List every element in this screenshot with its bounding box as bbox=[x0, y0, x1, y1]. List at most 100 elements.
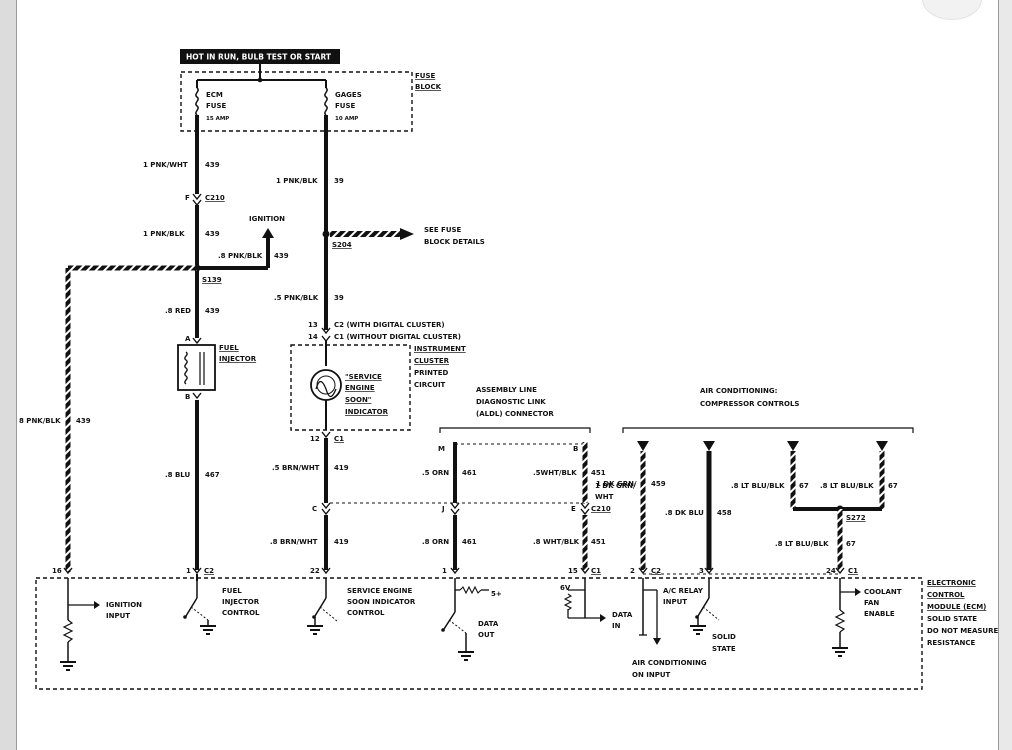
ses-label-4: INDICATOR bbox=[345, 408, 389, 416]
conn-b2: B bbox=[573, 445, 578, 453]
data-in-1: DATA bbox=[612, 611, 633, 619]
conn-j: J bbox=[441, 505, 445, 513]
fuse-block-title-1: FUSE bbox=[415, 72, 436, 80]
pin-1: 1 bbox=[186, 567, 191, 575]
data-in-2: IN bbox=[612, 622, 621, 630]
conn-f: F bbox=[185, 194, 190, 202]
five-v-plus: 5+ bbox=[491, 590, 502, 598]
wire-w15-spec: .8 WHT/BLK bbox=[533, 538, 580, 546]
wire-w7-spec: 1 PNK/BLK bbox=[276, 177, 318, 185]
pin-2: 2 bbox=[630, 567, 635, 575]
c1-without-digital: C1 (WITHOUT DIGITAL CLUSTER) bbox=[334, 333, 461, 341]
wire-w15-circuit: 451 bbox=[591, 538, 606, 546]
wire-w4-circuit: 439 bbox=[205, 307, 220, 315]
window-frame-left bbox=[0, 0, 16, 750]
cluster-label-3: PRINTED bbox=[414, 369, 449, 377]
splice-s204: S204 bbox=[332, 241, 352, 249]
gages-fuse-circuit bbox=[290, 115, 414, 575]
conn-c210b: C210 bbox=[591, 505, 611, 513]
conn-c: C bbox=[312, 505, 317, 513]
gages-fuse-label-2: FUSE bbox=[335, 102, 356, 110]
conn-a: A bbox=[185, 335, 191, 343]
conn-c1c: C1 bbox=[848, 567, 858, 575]
splice-s139: S139 bbox=[202, 276, 222, 284]
wire-w18-circuit: 67 bbox=[799, 482, 809, 490]
coolant-fan-2: FAN bbox=[864, 599, 879, 607]
ac-label-1: AIR CONDITIONING: bbox=[700, 387, 778, 395]
gages-fuse-label-1: GAGES bbox=[335, 91, 362, 99]
cluster-label-4: CIRCUIT bbox=[414, 381, 446, 389]
wire-w3-spec: .8 PNK/BLK bbox=[218, 252, 263, 260]
ignition-input-1: IGNITION bbox=[106, 601, 142, 609]
hot-label: HOT IN RUN, BULB TEST OR START bbox=[186, 53, 332, 62]
conn-c1a: C1 bbox=[334, 435, 344, 443]
wire-w19-spec: .8 LT BLU/BLK bbox=[820, 482, 874, 490]
conn-c2a: C2 bbox=[204, 567, 214, 575]
wire-w7-circuit: 39 bbox=[334, 177, 344, 185]
ses-control-1: SERVICE ENGINE bbox=[347, 587, 412, 595]
aldl-label-1: ASSEMBLY LINE bbox=[476, 386, 537, 394]
conn-c210: C210 bbox=[205, 194, 225, 202]
coolant-fan-1: COOLANT bbox=[864, 588, 902, 596]
ses-label-3: SOON" bbox=[345, 396, 371, 404]
gages-fuse-rating: 10 AMP bbox=[335, 116, 358, 122]
wire-w14-spec2: WHT bbox=[595, 493, 614, 501]
ecm-label-3: MODULE (ECM) bbox=[927, 603, 986, 611]
ac-on-input-1: AIR CONDITIONING bbox=[632, 659, 707, 667]
fuel-injector-control-2: INJECTOR bbox=[222, 598, 260, 606]
wire-w2-spec: 1 PNK/BLK bbox=[143, 230, 185, 238]
solid-state-2: STATE bbox=[712, 645, 736, 653]
ecm-label-6: RESISTANCE bbox=[927, 639, 976, 647]
coolant-fan-3: ENABLE bbox=[864, 610, 895, 618]
ecm-label-5: DO NOT MEASURE bbox=[927, 627, 999, 635]
ecm-fuse-label-2: FUSE bbox=[206, 102, 227, 110]
pin-22: 22 bbox=[310, 567, 320, 575]
ecm-label-4: SOLID STATE bbox=[927, 615, 977, 623]
conn-e: E bbox=[571, 505, 576, 513]
pin-16: 16 bbox=[52, 567, 62, 575]
wire-w16-circuit: 459 bbox=[651, 480, 666, 488]
ecm-fuse-rating: 15 AMP bbox=[206, 116, 229, 122]
wire-w17-spec: .8 DK BLU bbox=[665, 509, 704, 517]
wire-w12-spec: .8 ORN bbox=[422, 538, 449, 546]
wire-w18-spec: .8 LT BLU/BLK bbox=[731, 482, 785, 490]
pin-12: 12 bbox=[310, 435, 320, 443]
wire-w1-spec: 1 PNK/WHT bbox=[143, 161, 188, 169]
ac-relay-input-2: INPUT bbox=[663, 598, 687, 606]
conn-m: M bbox=[438, 445, 445, 453]
data-out-1: DATA bbox=[478, 620, 499, 628]
pin-14: 14 bbox=[308, 333, 318, 341]
c2-with-digital: C2 (WITH DIGITAL CLUSTER) bbox=[334, 321, 445, 329]
fuel-injector-control-1: FUEL bbox=[222, 587, 242, 595]
ecm-fuse-label-1: ECM bbox=[206, 91, 223, 99]
wire-w17-circuit: 458 bbox=[717, 509, 732, 517]
solid-state-1: SOLID bbox=[712, 633, 736, 641]
wire-w13-spec: .5WHT/BLK bbox=[533, 469, 577, 477]
see-fuse-2: BLOCK DETAILS bbox=[424, 238, 485, 246]
window-border-left bbox=[16, 0, 17, 750]
ac-on-input-2: ON INPUT bbox=[632, 671, 671, 679]
cluster-label-1: INSTRUMENT bbox=[414, 345, 466, 353]
pin-13: 13 bbox=[308, 321, 318, 329]
wire-w8-circuit: 39 bbox=[334, 294, 344, 302]
ecm-fuse-circuit bbox=[63, 115, 274, 581]
wire-w4-spec: .8 RED bbox=[165, 307, 191, 315]
conn-c2b: C2 bbox=[651, 567, 661, 575]
see-fuse-1: SEE FUSE bbox=[424, 226, 462, 234]
ac-label-2: COMPRESSOR CONTROLS bbox=[700, 400, 799, 408]
wire-w9-spec: .5 BRN/WHT bbox=[272, 464, 320, 472]
wire-w20-circuit: 67 bbox=[846, 540, 856, 548]
wire-w8-spec: .5 PNK/BLK bbox=[274, 294, 319, 302]
fuel-injector-control-3: CONTROL bbox=[222, 609, 260, 617]
ignition-label: IGNITION bbox=[249, 215, 285, 223]
wire-w3-circuit: 439 bbox=[274, 252, 289, 260]
aldl-label-3: (ALDL) CONNECTOR bbox=[476, 410, 554, 418]
wire-w5-circuit: 467 bbox=[205, 471, 220, 479]
wire-w9-circuit: 419 bbox=[334, 464, 349, 472]
conn-c1b: C1 bbox=[591, 567, 601, 575]
wire-w11-spec: .5 ORN bbox=[422, 469, 449, 477]
wire-w16-spec: 1 DK GRN/ bbox=[596, 480, 637, 488]
wire-w10-circuit: 419 bbox=[334, 538, 349, 546]
fuse-block: ECM FUSE 15 AMP GAGES FUSE 10 AMP FUSE B… bbox=[180, 71, 442, 132]
